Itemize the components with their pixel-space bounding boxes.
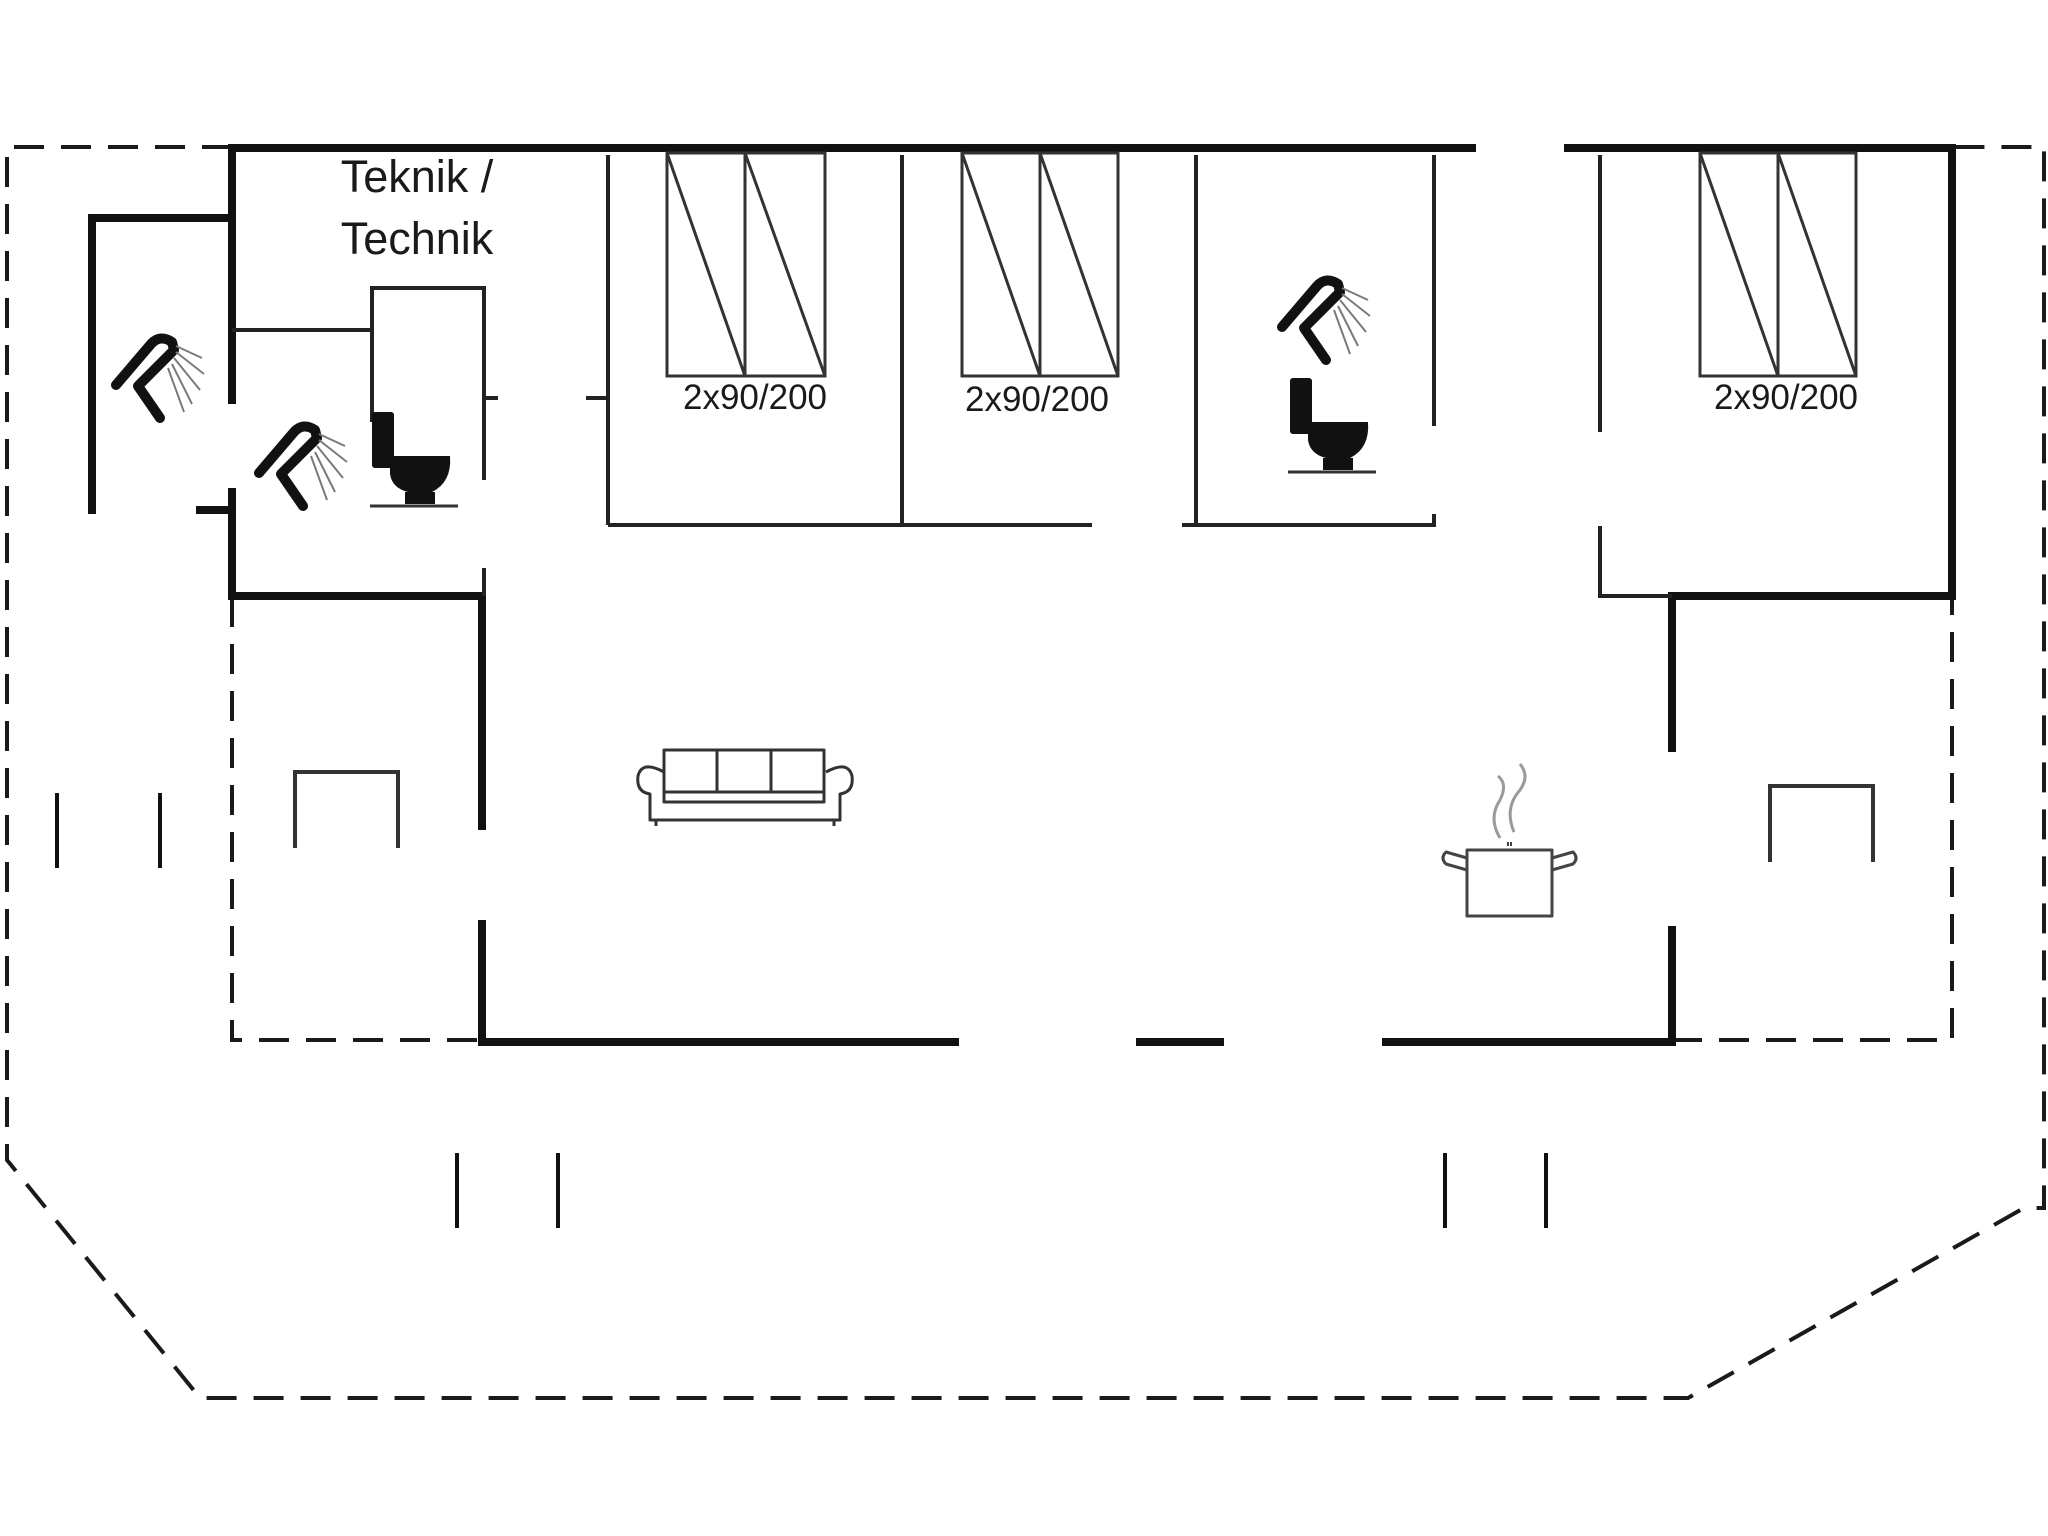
bed-2b-diagonal	[1038, 152, 1120, 377]
toilet-icon	[1286, 376, 1378, 474]
outer-terrace-outline	[5, 145, 2046, 1400]
bed-label-2: 2x90/200	[965, 380, 1109, 419]
interior-walls	[232, 155, 1672, 598]
cooking-pot-icon	[1441, 763, 1578, 918]
left-annex-bench	[293, 770, 400, 848]
right-annex-bench	[1768, 784, 1875, 862]
sofa-icon	[636, 748, 854, 826]
bed-1b-diagonal	[743, 152, 827, 377]
toilet-icon	[368, 410, 460, 508]
bed-1b	[743, 151, 827, 378]
right-living-wall	[1668, 144, 1956, 752]
left-living-wall	[228, 592, 486, 830]
bottom-living-wall-right	[1382, 926, 1676, 1046]
shower-icon	[259, 426, 347, 506]
bed-group-3	[1698, 151, 1858, 378]
bed-3b-diagonal	[1776, 152, 1858, 377]
shower-annex-wall	[88, 214, 236, 514]
dashed-outlines	[5, 145, 2046, 1400]
bottom-living-wall-left	[478, 920, 959, 1046]
left-annex-dashed-outline	[230, 597, 482, 1042]
bed-label-3: 2x90/200	[1714, 378, 1858, 417]
bed-2b	[1038, 151, 1120, 378]
shower-icon	[116, 338, 204, 418]
bedroom3-left-wall-lower	[1598, 526, 1672, 598]
bed-2a-diagonal	[960, 152, 1042, 377]
openings	[55, 793, 1548, 1228]
bed-group-2	[960, 151, 1120, 378]
toilet-alcove	[370, 286, 486, 480]
technik-label-line1: Teknik /	[341, 151, 494, 202]
right-annex-dashed-outline	[1672, 597, 1954, 1042]
technik-label-line2: Technik	[341, 213, 494, 264]
bed-3a-diagonal	[1698, 152, 1780, 377]
bed-3b	[1776, 151, 1858, 378]
exterior-walls	[88, 144, 1956, 1046]
bed-1a-diagonal	[665, 152, 747, 377]
bed-group-1	[665, 151, 827, 378]
shower-icon	[1282, 280, 1370, 360]
bed-label-1: 2x90/200	[683, 378, 827, 417]
